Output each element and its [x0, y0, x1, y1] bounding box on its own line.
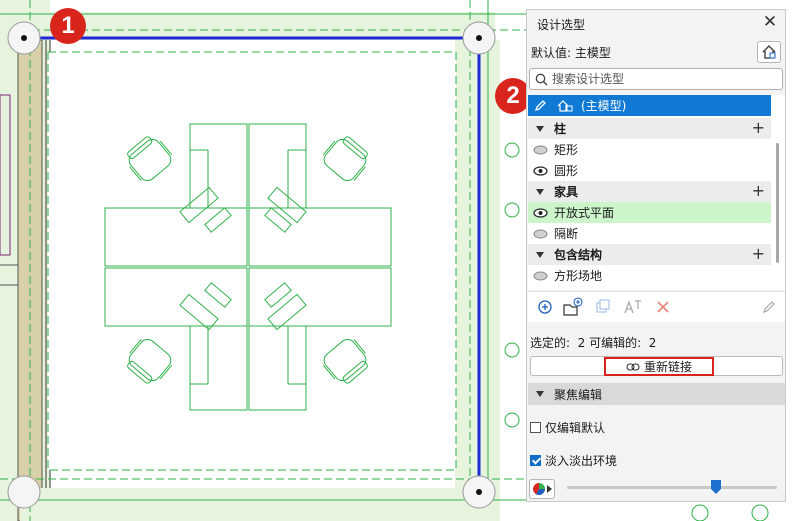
list-scrollbar[interactable]: [776, 143, 779, 263]
rename-button[interactable]: [622, 296, 644, 318]
design-options-list[interactable]: (主模型) 柱 + 矩形 圆形 家具 + 开放式平面 隔断: [528, 95, 785, 290]
link-icon: [626, 362, 640, 371]
edit-default-only-label: 仅编辑默认: [545, 421, 606, 435]
visible-eye-icon[interactable]: [533, 207, 548, 218]
option-toolbar: [528, 291, 785, 322]
fade-environment-label: 淡入淡出环境: [545, 454, 618, 468]
collapse-triangle-icon[interactable]: [536, 391, 544, 397]
list-item[interactable]: 方形场地: [528, 265, 771, 286]
duplicate-icon: [596, 299, 610, 313]
hidden-eye-icon[interactable]: [533, 229, 548, 239]
list-item[interactable]: 矩形: [528, 139, 771, 160]
list-item-label: 矩形: [554, 143, 579, 157]
search-icon: [535, 73, 548, 86]
fade-environment-row[interactable]: 淡入淡出环境: [530, 452, 617, 469]
collapse-triangle-icon[interactable]: [536, 251, 544, 258]
list-item-label: 隔断: [554, 227, 579, 241]
add-circle-icon: [538, 300, 552, 314]
left-purple-frame: [0, 94, 11, 256]
add-option-plus-icon[interactable]: +: [751, 118, 765, 137]
relink-label: 重新链接: [643, 360, 692, 374]
search-box[interactable]: [529, 68, 783, 90]
list-item-label: 圆形: [554, 164, 579, 178]
edit-default-only-row[interactable]: 仅编辑默认: [530, 419, 605, 436]
focus-edit-section[interactable]: 聚焦编辑: [528, 383, 785, 405]
add-option-set-button[interactable]: [562, 296, 584, 318]
pencil-icon: [763, 301, 775, 313]
duplicate-button[interactable]: [592, 296, 614, 318]
edit-button[interactable]: [758, 296, 780, 318]
fade-slider[interactable]: [567, 480, 777, 494]
folder-add-icon: [563, 297, 583, 316]
house-icon: [762, 45, 776, 59]
color-mode-button[interactable]: [529, 479, 555, 499]
hidden-eye-icon[interactable]: [533, 145, 548, 155]
default-value-label: 默认值: 主模型: [531, 46, 611, 60]
pencil-icon: [534, 100, 546, 112]
list-item-label: 开放式平面: [554, 206, 615, 220]
group-label: 包含结构: [554, 248, 603, 262]
section-label: 聚焦编辑: [554, 387, 603, 402]
fade-environment-checkbox[interactable]: [530, 455, 541, 466]
visible-eye-icon[interactable]: [533, 165, 548, 176]
model-icon: [557, 100, 573, 112]
list-item-label: 方形场地: [554, 269, 603, 283]
step-badge-1: 1: [50, 8, 86, 44]
collapse-triangle-icon[interactable]: [536, 125, 544, 132]
relink-highlight[interactable]: 重新链接: [604, 357, 714, 376]
workstation-cluster: [104, 123, 392, 411]
room-interior: [47, 51, 457, 471]
close-icon[interactable]: ✕: [762, 12, 778, 32]
list-item[interactable]: 隔断: [528, 223, 771, 244]
step-badge-2: 2: [495, 78, 531, 114]
edit-default-only-checkbox[interactable]: [530, 422, 541, 433]
list-item[interactable]: 开放式平面: [528, 202, 771, 223]
delete-x-icon: [657, 301, 669, 313]
top-wall: [20, 12, 495, 40]
list-item[interactable]: 圆形: [528, 160, 771, 181]
set-default-button[interactable]: [757, 41, 781, 63]
group-header-structure[interactable]: 包含结构 +: [528, 244, 771, 265]
relink-button[interactable]: 重新链接: [530, 356, 783, 376]
color-wheel-icon: [532, 483, 545, 496]
slider-track: [567, 486, 777, 489]
add-option-plus-icon[interactable]: +: [751, 181, 765, 200]
slider-thumb[interactable]: [711, 480, 721, 494]
list-item-main-model[interactable]: (主模型): [528, 95, 771, 116]
corner-marker[interactable]: [7, 475, 41, 509]
selection-info: 选定的: 2 可编辑的: 2: [530, 336, 657, 350]
design-options-panel: 设计选型 ✕ 默认值: 主模型 (主模型) 柱 + 矩形 圆形 家具: [526, 9, 786, 502]
panel-title: 设计选型: [537, 18, 586, 32]
rename-text-icon: [624, 300, 641, 314]
caret-right-icon: [547, 485, 552, 493]
list-item-label: (主模型): [581, 99, 627, 113]
add-option-button[interactable]: [534, 296, 556, 318]
group-label: 家具: [554, 185, 579, 199]
hidden-eye-icon[interactable]: [533, 271, 548, 281]
group-header-columns[interactable]: 柱 +: [528, 118, 771, 139]
search-input[interactable]: [552, 70, 772, 88]
group-label: 柱: [554, 122, 567, 136]
add-option-plus-icon[interactable]: +: [751, 244, 765, 263]
delete-button[interactable]: [652, 296, 674, 318]
collapse-triangle-icon[interactable]: [536, 188, 544, 195]
group-header-furniture[interactable]: 家具 +: [528, 181, 771, 202]
